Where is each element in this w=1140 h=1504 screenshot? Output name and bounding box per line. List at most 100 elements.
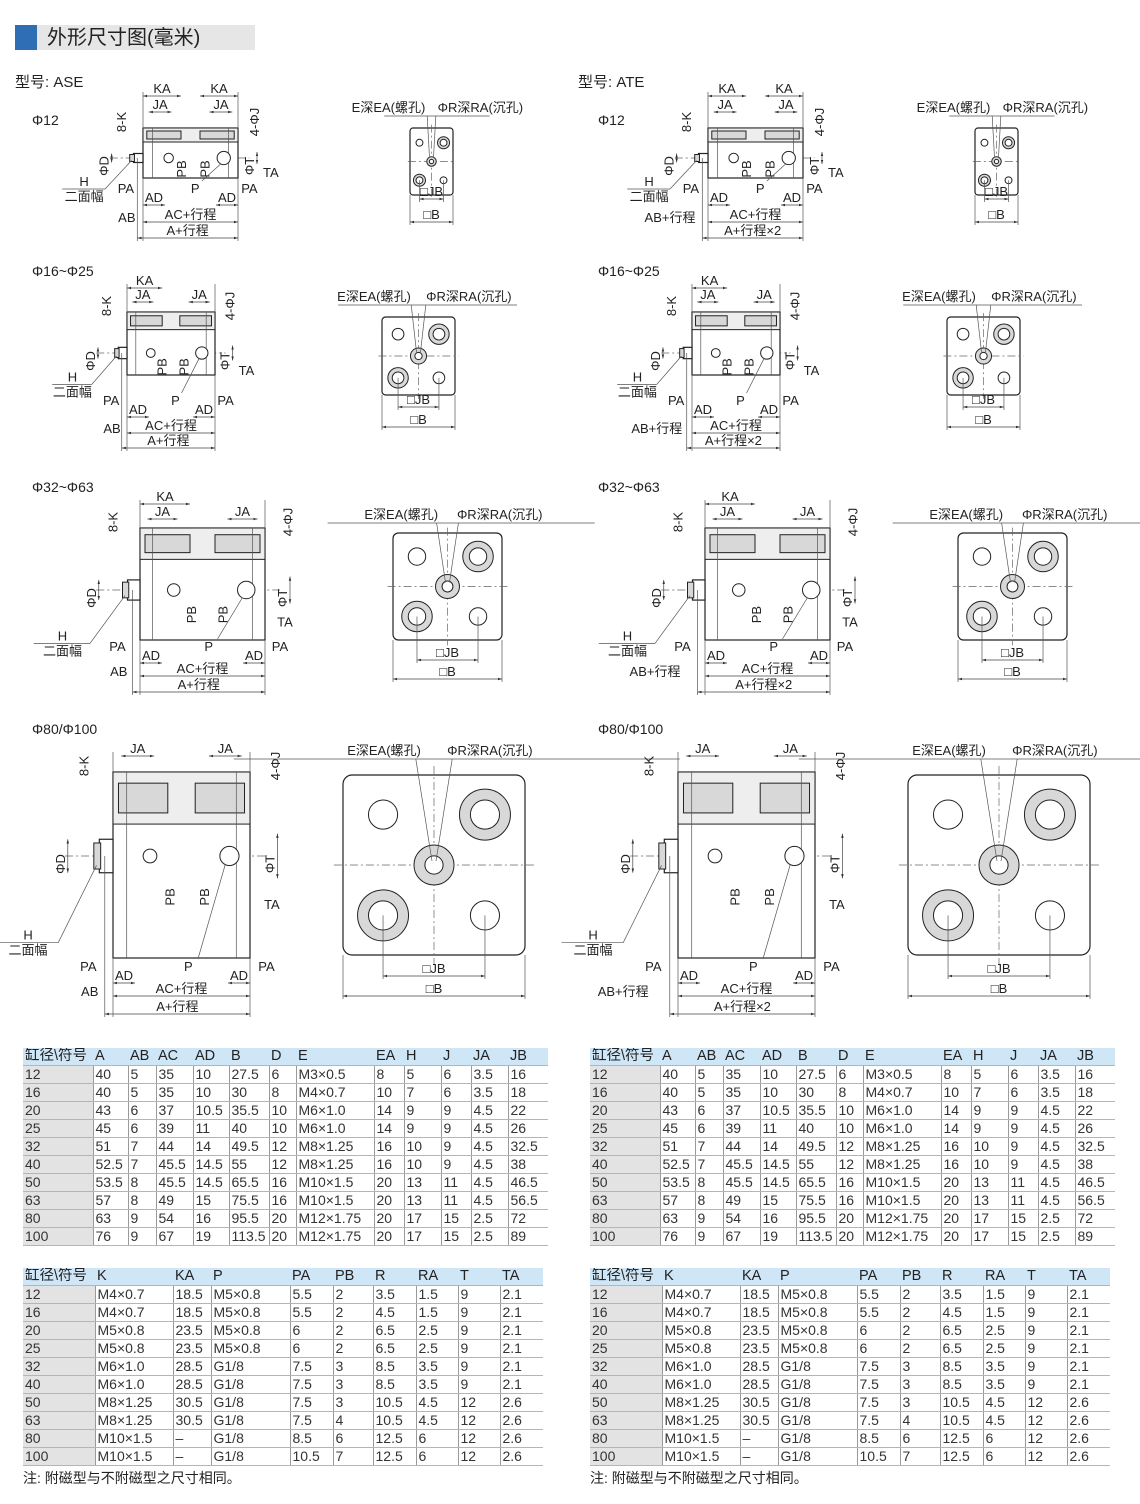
table-cell: 7.5 [289, 1375, 334, 1394]
8-k-label: 8-K [99, 296, 114, 317]
table-cell: 12 [835, 1137, 864, 1156]
table-cell: 18 [1074, 1083, 1115, 1102]
ja-label: JA [155, 504, 171, 519]
phi-d-label: ΦD [84, 588, 99, 608]
pa-label: PA [674, 639, 691, 654]
width-across-flats-label: 二面幅 [65, 189, 104, 204]
table-cell: 57 [659, 1191, 696, 1210]
port-circle [710, 348, 721, 358]
pa-label: PA [118, 181, 135, 196]
table-cell: 23.5 [739, 1321, 779, 1340]
table-cell: 8 [694, 1191, 724, 1210]
leader-line [1014, 522, 1024, 583]
table-cell: 9 [1024, 1339, 1068, 1358]
ja-label: JA [718, 97, 734, 112]
table-cell: 55 [228, 1155, 270, 1174]
ta-label: TA [264, 897, 280, 912]
table-cell: 6.5 [939, 1321, 984, 1340]
table-cell: 10 [940, 1083, 972, 1102]
bore-size-cell: 25 [590, 1119, 661, 1138]
ac-stroke-label: AC+行程 [710, 418, 762, 433]
table-cell: M4×0.7 [94, 1303, 174, 1322]
bore-size-label: Φ80/Φ100 [598, 721, 664, 737]
ad-label: AD [142, 648, 160, 663]
mounting-thread-hole [695, 315, 728, 327]
table-cell: M4×0.7 [661, 1303, 741, 1322]
table-cell: 4.5 [470, 1173, 509, 1192]
column-header: EA [374, 1048, 404, 1066]
mounting-thread-hole [709, 534, 756, 554]
table-cell: 12 [1024, 1447, 1068, 1466]
bore-size-cell: 32 [590, 1357, 663, 1376]
bore-size-cell: 50 [23, 1393, 96, 1412]
table-cell: 45 [92, 1119, 129, 1138]
table-cell: 13 [970, 1173, 1009, 1192]
column-header: RA [983, 1268, 1025, 1286]
h-label: H [79, 174, 88, 189]
table-cell: M5×0.8 [210, 1339, 291, 1358]
table-cell: M6×1.0 [94, 1357, 174, 1376]
4-phi-j-label: 4-ΦJ [222, 292, 237, 320]
table-cell: 10 [759, 1083, 797, 1102]
thread-hole [956, 327, 970, 341]
table-cell: 7.5 [289, 1393, 334, 1412]
ab-label: AB+行程 [598, 984, 649, 999]
piston-rod [691, 579, 706, 601]
mounting-thread-hole [779, 534, 826, 554]
table-cell: 10 [759, 1065, 797, 1084]
pb-label: PB [163, 888, 178, 905]
h-label: H [623, 628, 632, 643]
table-cell: 8 [694, 1173, 724, 1192]
table-cell: 4.5 [1037, 1137, 1076, 1156]
table-cell: 8.5 [939, 1375, 984, 1394]
ac-stroke-label: AC+行程 [145, 418, 197, 433]
ta-label: TA [239, 363, 255, 378]
table-cell: 16 [759, 1209, 797, 1228]
table-cell: 3.5 [1037, 1083, 1076, 1102]
table-cell: 6.5 [372, 1339, 417, 1358]
table-cell: 2.6 [499, 1429, 543, 1448]
section-title: 外形尺寸图(毫米) [47, 27, 201, 49]
table-cell: M8×1.25 [862, 1137, 942, 1156]
table-cell: 7.5 [856, 1411, 901, 1430]
phi-r-counterbore-label: ΦR深RA(沉孔) [438, 100, 523, 115]
bore-size-cell: 50 [590, 1173, 661, 1192]
pb-label: PB [184, 606, 199, 623]
port-circle [142, 848, 158, 864]
ad-label: AD [760, 402, 778, 417]
table-cell: 4.5 [1037, 1173, 1076, 1192]
table-cell: 16 [1074, 1065, 1115, 1084]
table-cell: 53.5 [92, 1173, 129, 1192]
ad-label: AD [245, 648, 263, 663]
table-cell: 51 [92, 1137, 129, 1156]
leader-line [217, 597, 243, 640]
table-cell: 14.5 [759, 1173, 797, 1192]
table-cell: 40 [92, 1065, 129, 1084]
table-cell: M10×1.5 [661, 1429, 741, 1448]
8-k-label: 8-K [664, 296, 679, 317]
jb-label: □JB [985, 184, 1008, 199]
table-cell: 14.5 [192, 1155, 230, 1174]
table-cell: 8 [127, 1191, 157, 1210]
table-cell: M5×0.8 [210, 1285, 291, 1304]
bore-size-label: Φ16~Φ25 [598, 263, 660, 279]
table-cell: 8.5 [289, 1429, 334, 1448]
phi-r-counterbore-label: ΦR深RA(沉孔) [991, 289, 1076, 304]
table-cell: 2 [899, 1339, 941, 1358]
table-cell: 8 [268, 1083, 297, 1102]
table-cell: 5.5 [856, 1285, 901, 1304]
table-cell: 16 [835, 1173, 864, 1192]
ka-label: KA [153, 81, 171, 96]
table-cell: 9 [440, 1137, 472, 1156]
table-cell: 46.5 [507, 1173, 548, 1192]
table-cell: 4.5 [982, 1411, 1026, 1430]
table-cell: 18.5 [172, 1303, 212, 1322]
table-cell: 9 [457, 1375, 501, 1394]
ad-label: AD [707, 648, 725, 663]
table-cell: 6 [415, 1429, 459, 1448]
table-cell: 2 [332, 1303, 374, 1322]
bore-size-cell: 40 [590, 1155, 661, 1174]
